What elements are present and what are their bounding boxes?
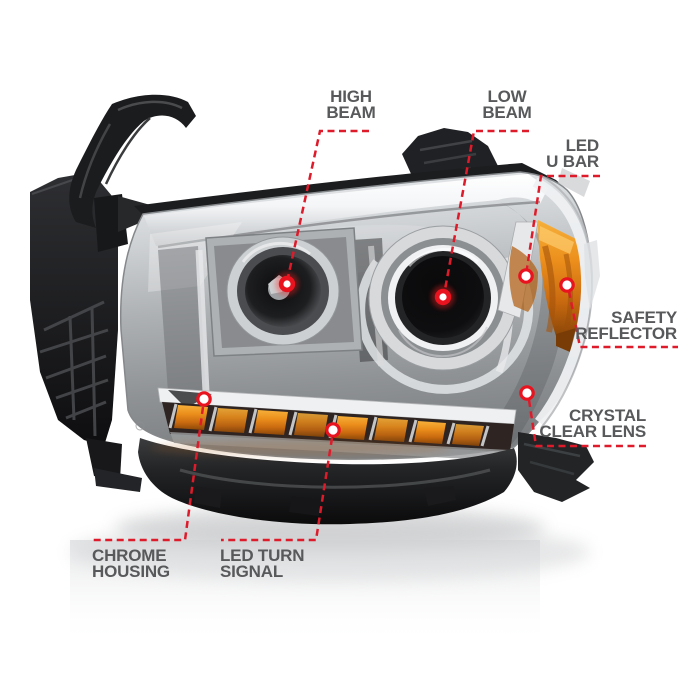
safety-reflector-marker (559, 277, 575, 293)
lower-black-housing (138, 438, 517, 525)
high-beam-leader-line (285, 129, 369, 283)
callout-led-turn-signal-line1: LED TURN (220, 546, 305, 565)
callout-crystal-clear-lens-line2: CLEAR LENS (539, 422, 646, 441)
clear-lens-edge (532, 168, 600, 429)
mounting-bracket-right (518, 432, 594, 502)
callout-safety-reflector-line2: REFLECTOR (575, 324, 677, 343)
callout-led-u-bar-line1: LED (565, 136, 600, 155)
callout-crystal-clear-lens-line1: CRYSTAL (569, 406, 646, 425)
crystal-clear-lens-leader-line (527, 399, 647, 448)
mounting-bracket-left (30, 172, 142, 492)
led-u-bar-leader-line (524, 174, 600, 276)
callout-safety-reflector: SAFETY REFLECTOR (517, 308, 677, 343)
led-turn-signal-marker (325, 422, 341, 438)
crystal-clear-lens-marker (519, 385, 535, 401)
callout-led-turn-signal-line2: SIGNAL (220, 562, 284, 581)
callout-chrome-housing-line2: HOUSING (92, 562, 170, 581)
callout-markers (196, 268, 575, 438)
callout-crystal-clear-lens: CRYSTAL CLEAR LENS (486, 406, 646, 441)
led-turn-signal-leader-line (221, 437, 334, 542)
callout-low-beam-line1: LOW (487, 87, 527, 106)
high-beam-marker (275, 272, 299, 296)
low-beam-leader-line (442, 129, 529, 296)
callout-led-u-bar: LED U BAR (459, 136, 600, 171)
callout-led-turn-signal: LED TURN SIGNAL (220, 546, 380, 581)
led-u-bar-marker (518, 268, 534, 284)
callout-high-beam-line1: HIGH (330, 87, 372, 106)
callout-chrome-housing: CHROME HOUSING (92, 546, 252, 581)
leader-lines (93, 129, 678, 542)
chrome-housing-marker (196, 391, 212, 407)
turn-signal-amber-segments (174, 405, 484, 446)
low-beam-marker (431, 285, 455, 309)
callout-high-beam: HIGH BEAM (271, 87, 431, 122)
callout-low-beam-line2: BEAM (482, 103, 532, 122)
callout-high-beam-line2: BEAM (326, 103, 376, 122)
chrome-housing-leader-line (93, 406, 205, 542)
callout-led-u-bar-line2: U BAR (546, 152, 599, 171)
high-beam-projector (205, 227, 363, 357)
amber-safety-reflector (497, 220, 582, 352)
callout-safety-reflector-line1: SAFETY (611, 308, 677, 327)
callout-low-beam: LOW BEAM (427, 87, 587, 122)
callout-chrome-housing-line1: CHROME (92, 546, 167, 565)
